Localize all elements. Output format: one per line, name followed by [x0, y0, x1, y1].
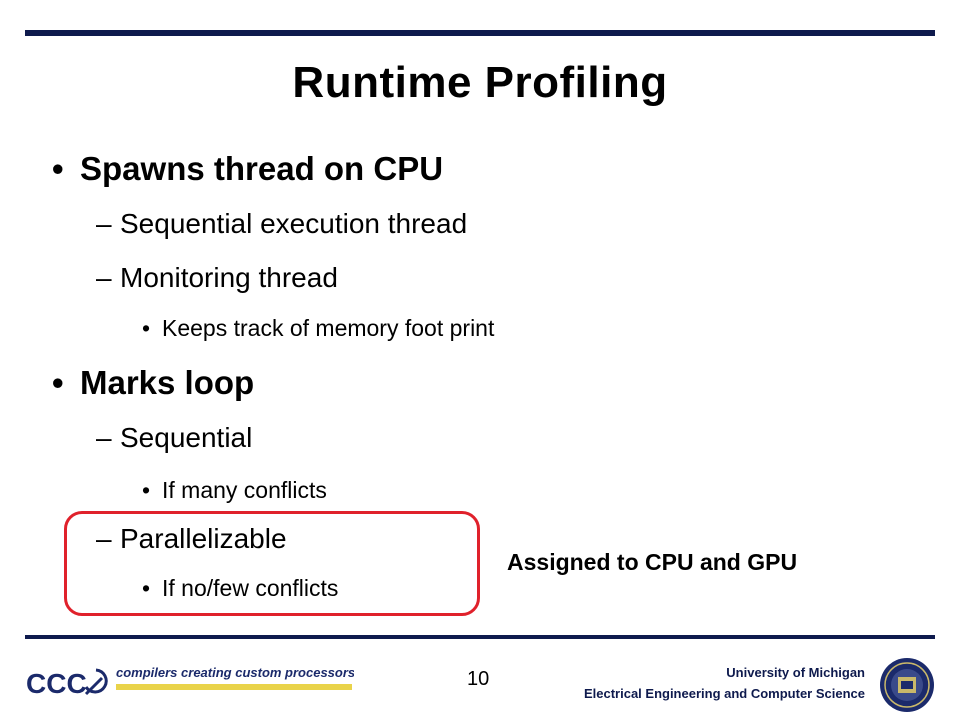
slide-title: Runtime Profiling — [292, 58, 668, 107]
ccc-logo: CCC compilers creating custom processors — [26, 665, 354, 699]
bullet-marker: • — [142, 315, 151, 341]
page-number: 10 — [467, 668, 490, 690]
university-seal-icon — [880, 658, 934, 712]
sub-monitoring-thread: Monitoring thread — [120, 262, 338, 293]
bullet-marker: • — [52, 150, 64, 187]
dash-marker: – — [96, 208, 112, 239]
bullet-marker: • — [52, 364, 64, 401]
sub-parallelizable: Parallelizable — [120, 523, 287, 554]
sub-sequential-execution: Sequential execution thread — [120, 208, 468, 239]
subsub-few-conflicts: If no/few conflicts — [162, 575, 339, 601]
bullet-marks-loop: Marks loop — [80, 364, 255, 401]
top-rule — [25, 30, 935, 36]
department-name: Electrical Engineering and Computer Scie… — [583, 686, 865, 701]
logo-yellow-bar — [116, 684, 352, 690]
assigned-cpu-gpu-note: Assigned to CPU and GPU — [507, 549, 798, 575]
footer-affiliation: University of Michigan Electrical Engine… — [584, 662, 865, 704]
bullet-marker: • — [142, 575, 151, 601]
dash-marker: – — [96, 262, 112, 293]
sub-sequential: Sequential — [120, 422, 253, 453]
subsub-many-conflicts: If many conflicts — [162, 477, 327, 503]
bottom-rule — [25, 635, 935, 639]
dash-marker: – — [96, 422, 112, 453]
logo-text: CCC — [26, 668, 87, 699]
dash-marker: – — [96, 523, 112, 554]
bullet-marker: • — [142, 477, 151, 503]
subsub-memory-footprint: Keeps track of memory foot print — [162, 315, 495, 341]
parallelizable-highlight-box — [64, 511, 480, 616]
university-name: University of Michigan — [726, 665, 865, 680]
logo-tagline: compilers creating custom processors — [116, 665, 354, 680]
sickle-icon — [84, 668, 108, 696]
bullet-spawns-thread: Spawns thread on CPU — [80, 150, 444, 187]
